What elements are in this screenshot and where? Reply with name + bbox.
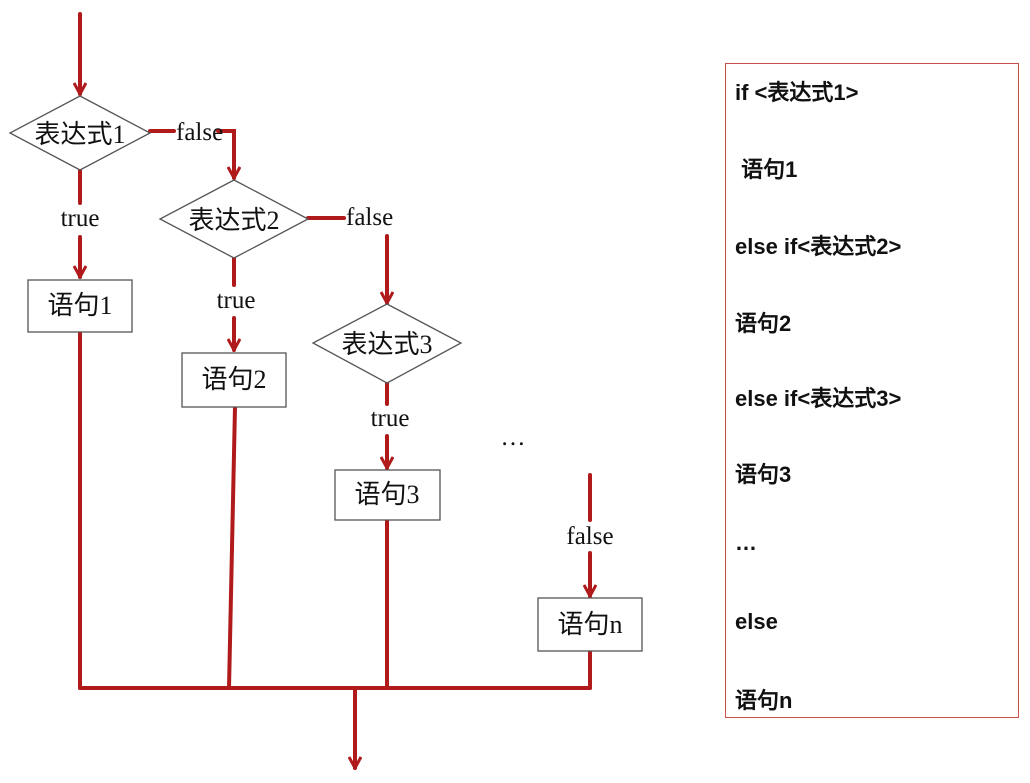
statement-label: 语句1 bbox=[47, 291, 112, 320]
condition-2: 表达式2 bbox=[158, 179, 310, 259]
flow-ellipsis: … bbox=[501, 424, 526, 451]
code-panel: if <表达式1> 语句1 else if<表达式2> 语句2 else if<… bbox=[725, 63, 1019, 718]
code-line: else if<表达式3> bbox=[735, 386, 902, 411]
statement-label: 语句3 bbox=[354, 480, 419, 509]
flow-lines bbox=[80, 12, 590, 770]
code-line: else if<表达式2> bbox=[735, 234, 902, 259]
code-line: if <表达式1> bbox=[735, 80, 859, 105]
statement-n: 语句n bbox=[537, 597, 643, 652]
code-line: … bbox=[735, 530, 757, 555]
false-label-1: false bbox=[176, 119, 223, 146]
statement-box bbox=[334, 469, 441, 521]
statement-3: 语句3 bbox=[334, 469, 441, 521]
true-label-2: true bbox=[217, 287, 256, 314]
statement-label: 语句n bbox=[557, 610, 622, 639]
decision-diamond bbox=[8, 95, 152, 171]
decision-diamond bbox=[311, 303, 463, 384]
false-label-n: false bbox=[566, 523, 613, 550]
statement-box bbox=[27, 279, 133, 333]
condition-label: 表达式1 bbox=[34, 120, 125, 149]
true-label-1: true bbox=[61, 205, 100, 232]
code-line: 语句3 bbox=[735, 462, 792, 487]
code-line: else bbox=[735, 609, 778, 634]
statement-label: 语句2 bbox=[201, 365, 266, 394]
decision-diamond bbox=[158, 179, 310, 259]
cond1-false-arrow bbox=[216, 129, 234, 180]
condition-3: 表达式3 bbox=[311, 303, 463, 384]
code-line: 语句n bbox=[735, 688, 793, 713]
statement-box bbox=[181, 352, 287, 408]
statement-box bbox=[537, 597, 643, 652]
condition-1: 表达式1 bbox=[8, 95, 152, 171]
code-line: 语句2 bbox=[735, 311, 792, 336]
false-label-2: false bbox=[346, 204, 393, 231]
code-line: 语句1 bbox=[735, 157, 798, 182]
statement-1: 语句1 bbox=[27, 279, 133, 333]
statement-2: 语句2 bbox=[181, 352, 287, 408]
stmt2-exit-line bbox=[227, 405, 237, 690]
condition-label: 表达式2 bbox=[188, 206, 279, 235]
true-label-3: true bbox=[371, 405, 410, 432]
condition-label: 表达式3 bbox=[341, 330, 432, 359]
